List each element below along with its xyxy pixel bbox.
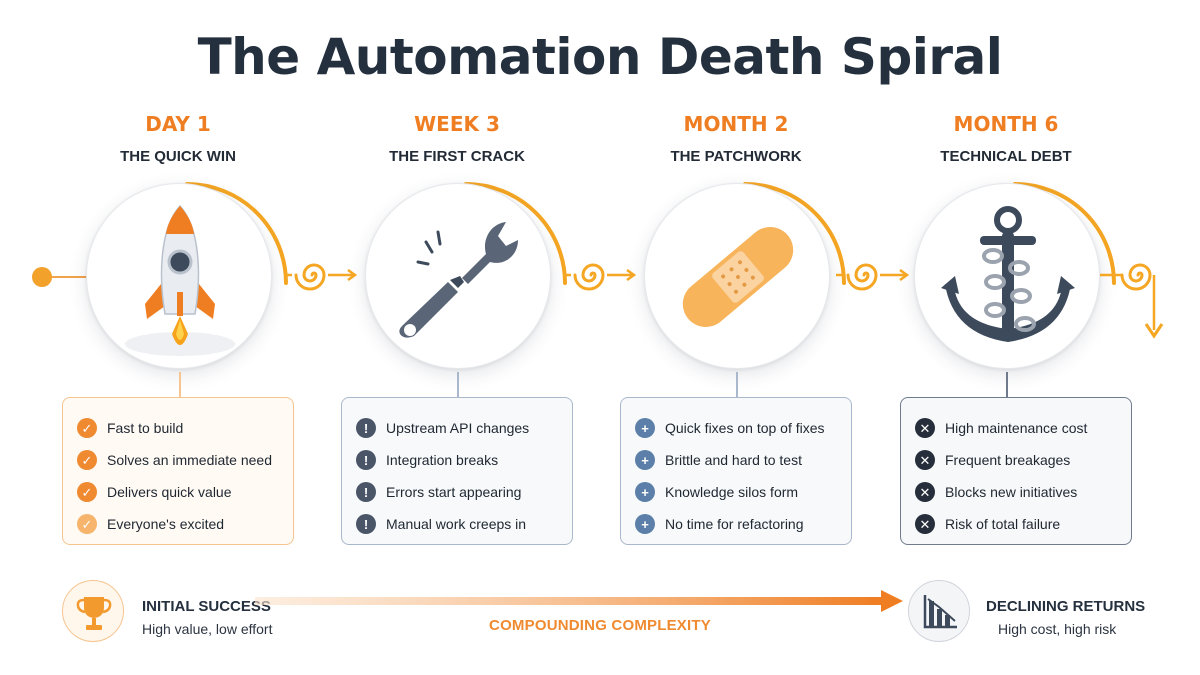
- connector-tick: [1006, 372, 1008, 398]
- list-item: ✕ Frequent breakages: [915, 444, 1131, 476]
- x-icon: ✕: [915, 418, 935, 438]
- stage-icon-circle: [644, 183, 830, 369]
- exclamation-icon: !: [356, 418, 376, 438]
- item-text: Errors start appearing: [386, 484, 522, 500]
- stage-subtitle: THE PATCHWORK: [670, 148, 802, 165]
- stage-details-week-3: ! Upstream API changes ! Integration bre…: [341, 397, 573, 545]
- progress-arc: [743, 182, 846, 285]
- item-text: High maintenance cost: [945, 420, 1088, 436]
- item-text: Solves an immediate need: [107, 452, 272, 468]
- progress-arc: [464, 182, 567, 285]
- trophy-icon: [62, 580, 124, 642]
- list-item: ✕ Blocks new initiatives: [915, 476, 1131, 508]
- progress-arc: [1013, 182, 1116, 285]
- x-icon: ✕: [915, 450, 935, 470]
- progress-arc: [185, 182, 288, 285]
- list-item: ✕ Risk of total failure: [915, 508, 1131, 540]
- item-text: Blocks new initiatives: [945, 484, 1078, 500]
- broken-wrench-icon: [399, 222, 518, 338]
- check-icon: ✓: [77, 514, 97, 534]
- stage-subtitle: TECHNICAL DEBT: [940, 148, 1072, 165]
- stage-day-1: DAY 1 THE QUICK WIN: [58, 112, 298, 165]
- list-item: + No time for refactoring: [635, 508, 851, 540]
- item-text: Integration breaks: [386, 452, 499, 468]
- item-text: Everyone's excited: [107, 516, 225, 532]
- footer-right-subtitle: High cost, high risk: [998, 621, 1117, 637]
- list-item: ✓ Delivers quick value: [77, 476, 293, 508]
- list-item: ! Manual work creeps in: [356, 508, 572, 540]
- stage-details-month-6: ✕ High maintenance cost ✕ Frequent break…: [900, 397, 1132, 545]
- stage-label: DAY 1: [145, 112, 211, 136]
- item-text: Brittle and hard to test: [665, 452, 802, 468]
- spiral-connector: [836, 263, 910, 291]
- declining-chart-icon: [908, 580, 970, 642]
- compounding-complexity-label: COMPOUNDING COMPLEXITY: [489, 617, 711, 634]
- stage-label: WEEK 3: [414, 112, 500, 136]
- spiral-end-arrow: [1100, 263, 1164, 339]
- stage-week-3: WEEK 3 THE FIRST CRACK: [337, 112, 577, 165]
- list-item: ✓ Fast to build: [77, 412, 293, 444]
- spiral-connector: [563, 263, 637, 291]
- item-text: Manual work creeps in: [386, 516, 527, 532]
- list-item: + Brittle and hard to test: [635, 444, 851, 476]
- stage-details-month-2: + Quick fixes on top of fixes + Brittle …: [620, 397, 852, 545]
- stage-icon-circle: [914, 183, 1100, 369]
- progress-arrow: [255, 590, 903, 612]
- list-item: ! Upstream API changes: [356, 412, 572, 444]
- exclamation-icon: !: [356, 514, 376, 534]
- list-item: ✓ Everyone's excited: [77, 508, 293, 540]
- connector-tick: [179, 372, 181, 398]
- check-icon: ✓: [77, 482, 97, 502]
- plus-icon: +: [635, 418, 655, 438]
- list-item: ! Errors start appearing: [356, 476, 572, 508]
- stage-subtitle: THE QUICK WIN: [120, 148, 236, 165]
- item-text: No time for refactoring: [665, 516, 804, 532]
- footer-left-subtitle: High value, low effort: [142, 621, 273, 637]
- stage-month-2: MONTH 2 THE PATCHWORK: [616, 112, 856, 165]
- stage-details-day-1: ✓ Fast to build ✓ Solves an immediate ne…: [62, 397, 294, 545]
- spiral-connector: [284, 263, 358, 291]
- footer-left-title: INITIAL SUCCESS: [142, 598, 271, 615]
- stage-label: MONTH 2: [683, 112, 789, 136]
- exclamation-icon: !: [356, 450, 376, 470]
- check-icon: ✓: [77, 418, 97, 438]
- exclamation-icon: !: [356, 482, 376, 502]
- plus-icon: +: [635, 450, 655, 470]
- stage-icon-circle: [86, 183, 272, 369]
- declining-returns: DECLINING RETURNS High cost, high risk: [908, 580, 1168, 650]
- item-text: Delivers quick value: [107, 484, 232, 500]
- list-item: ✕ High maintenance cost: [915, 412, 1131, 444]
- initial-success: INITIAL SUCCESS High value, low effort: [62, 580, 382, 650]
- stage-label: MONTH 6: [953, 112, 1059, 136]
- anchor-icon: [941, 206, 1075, 342]
- item-text: Risk of total failure: [945, 516, 1061, 532]
- item-text: Quick fixes on top of fixes: [665, 420, 825, 436]
- x-icon: ✕: [915, 482, 935, 502]
- timeline-start: [32, 267, 90, 287]
- connector-tick: [736, 372, 738, 398]
- item-text: Fast to build: [107, 420, 184, 436]
- plus-icon: +: [635, 514, 655, 534]
- list-item: ✓ Solves an immediate need: [77, 444, 293, 476]
- check-icon: ✓: [77, 450, 97, 470]
- footer-right-title: DECLINING RETURNS: [986, 598, 1146, 615]
- bandage-icon: [682, 227, 794, 327]
- stage-subtitle: THE FIRST CRACK: [389, 148, 525, 165]
- stage-month-6: MONTH 6 TECHNICAL DEBT: [886, 112, 1126, 165]
- list-item: + Quick fixes on top of fixes: [635, 412, 851, 444]
- rocket-icon: [125, 204, 235, 356]
- page-title: The Automation Death Spiral: [197, 28, 1003, 86]
- item-text: Knowledge silos form: [665, 484, 799, 500]
- x-icon: ✕: [915, 514, 935, 534]
- plus-icon: +: [635, 482, 655, 502]
- list-item: ! Integration breaks: [356, 444, 572, 476]
- connector-tick: [457, 372, 459, 398]
- item-text: Upstream API changes: [386, 420, 530, 436]
- list-item: + Knowledge silos form: [635, 476, 851, 508]
- item-text: Frequent breakages: [945, 452, 1071, 468]
- stage-icon-circle: [365, 183, 551, 369]
